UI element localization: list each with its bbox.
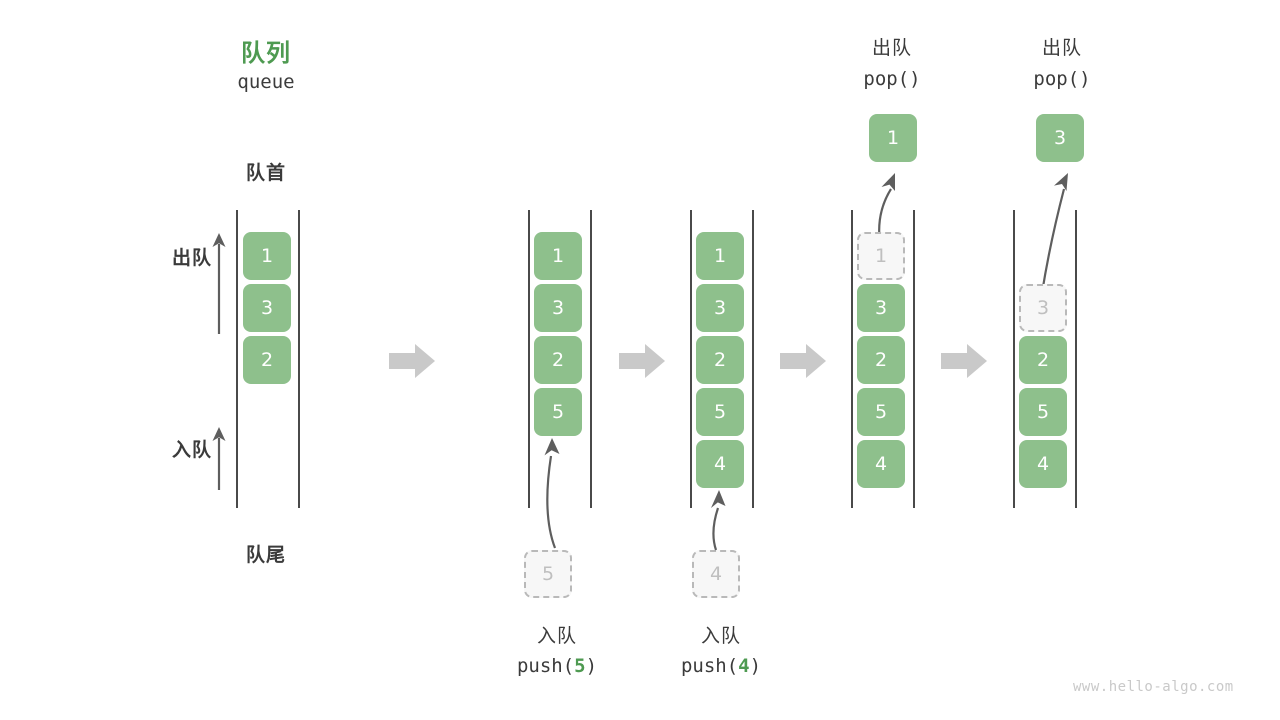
queue-item: 5 [1019,388,1067,436]
queue-item-new: 4 [696,440,744,488]
queue-item: 4 [1019,440,1067,488]
pop3-header-cn: 出队 [1041,37,1082,59]
ghost-removed-item: 1 [857,232,905,280]
queue-item: 1 [696,232,744,280]
incoming-ghost-item: 4 [692,550,740,598]
push-arrow-icon [711,490,726,551]
push-arrow-icon [544,438,560,549]
queue-item: 2 [857,336,905,384]
push5-caption-cn: 入队 [536,625,577,647]
pop3-header-code: pop() [1033,68,1091,90]
queue-item: 4 [857,440,905,488]
queue-item: 2 [1019,336,1067,384]
push4-code-suffix: ) [749,655,762,677]
push4-code-num: 4 [738,655,750,677]
pop-arrow-icon [1040,173,1068,294]
queue-item: 5 [696,388,744,436]
push5-code-suffix: ) [585,655,598,677]
dequeue-label: 出队 [171,247,212,269]
queue-item: 1 [243,232,291,280]
ghost-removed-item: 3 [1019,284,1067,332]
incoming-ghost-item: 5 [524,550,572,598]
queue-rail-left-push4 [690,210,692,508]
pop1-header-code: pop() [863,68,921,90]
queue-rail-left-pop3 [1013,210,1015,508]
queue-rail-left-pop1 [851,210,853,508]
push4-caption-code: push(4) [656,655,786,677]
queue-rail-left-push5 [528,210,530,508]
popped-item: 1 [869,114,917,162]
watermark: www.hello-algo.com [1073,679,1234,695]
queue-rail-right-push5 [590,210,592,508]
flow-arrow-icon [941,344,987,378]
queue-rail-right-pop3 [1075,210,1077,508]
queue-item-new: 5 [534,388,582,436]
queue-rail-right-initial [298,210,300,508]
queue-rail-right-push4 [752,210,754,508]
flow-arrow-icon [780,344,826,378]
push4-code-prefix: push( [680,655,739,677]
diagram-title-cn: 队列 [241,39,291,67]
front-label: 队首 [245,162,286,184]
queue-item: 2 [534,336,582,384]
queue-item: 3 [534,284,582,332]
queue-item: 2 [243,336,291,384]
queue-item: 3 [857,284,905,332]
queue-item: 2 [696,336,744,384]
queue-rail-right-pop1 [913,210,915,508]
queue-item: 3 [696,284,744,332]
queue-item: 3 [243,284,291,332]
push5-caption-code: push(5) [492,655,622,677]
queue-item: 5 [857,388,905,436]
push5-code-prefix: push( [516,655,575,677]
flow-arrow-icon [619,344,665,378]
diagram-title-en: queue [237,71,295,93]
push5-code-num: 5 [574,655,586,677]
enqueue-label: 入队 [171,439,212,461]
queue-item: 1 [534,232,582,280]
pop1-header-cn: 出队 [871,37,912,59]
dequeue-arrow-icon [212,233,226,334]
push4-caption-cn: 入队 [700,625,741,647]
queue-rail-left-initial [236,210,238,508]
flow-arrow-icon [389,344,435,378]
enqueue-arrow-icon [212,427,226,490]
popped-item: 3 [1036,114,1084,162]
rear-label: 队尾 [245,544,286,566]
